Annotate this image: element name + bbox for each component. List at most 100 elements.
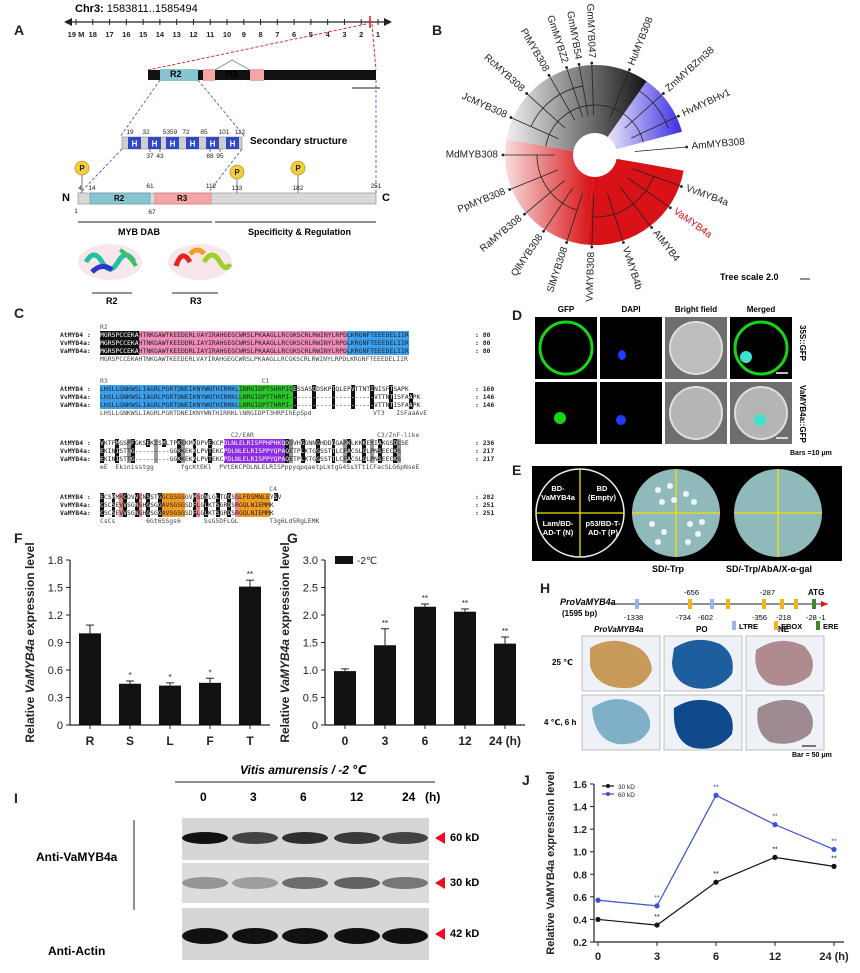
ruler-tick-label: 7: [275, 30, 279, 39]
tree-leaf-label: VvMYB4b: [620, 246, 644, 292]
alignment-sequence: MGRSPCCEKAHTNKGAWTKEEDDRLIAYIRAHGEGCWRSL…: [100, 339, 409, 347]
blot-band: [282, 832, 328, 844]
helix-label: H: [230, 140, 236, 149]
tree-branch: [566, 67, 584, 118]
alignment-sequence: ECSRMRCDVVCNSSTGGCGSGSGVPSDNLGLTGDSGLFDS…: [100, 493, 282, 501]
bar: [239, 586, 261, 725]
tree-leaf-label: AmMYB308: [691, 137, 746, 153]
protein-structure-r3: [168, 244, 233, 280]
significance-mark: **: [713, 871, 719, 878]
alignment-sequence: EKINISTTG---------GGKKEKKLPVTEKCPDLNLELR…: [100, 455, 402, 463]
ruler-tick-label: 2: [359, 30, 363, 39]
promoter-diagram: [581, 599, 828, 751]
yeast-colony: [649, 521, 655, 527]
ruler-tick-label: 14: [156, 30, 165, 39]
helix-box: [128, 137, 141, 149]
significance-mark: **: [831, 855, 837, 862]
tree-leaf-label: RaMYB308: [478, 213, 525, 255]
bar: [159, 685, 181, 725]
panel-h-label: H: [540, 580, 551, 596]
dom-c: C: [382, 192, 390, 204]
alignment-seq-name: VvMYB4a:: [60, 393, 91, 401]
panel-f-label: F: [14, 530, 23, 546]
clade-blue: [607, 81, 682, 150]
ruler-tick-label: 6: [292, 30, 296, 39]
blot-band: [382, 928, 428, 944]
tree-leaf-label: PpMYB308: [456, 186, 507, 215]
microscopy-col-label: Bright field: [674, 305, 718, 314]
alignment-position: : 146: [475, 393, 495, 401]
ss-top-num: 112: [235, 129, 246, 136]
helix-label: H: [170, 140, 176, 149]
significance-mark: **: [382, 619, 388, 628]
series-line: [597, 794, 835, 907]
alignment-position: : 160: [475, 385, 495, 393]
pos-734: -734: [676, 613, 692, 622]
pos-218: -218: [776, 613, 792, 622]
ruler-tick-label: 17: [105, 30, 113, 39]
tree-branch: [627, 177, 671, 209]
alignment-seq-name: VaMYB4a:: [60, 509, 91, 517]
domain-position: 4: [78, 185, 82, 192]
domain-position: 182: [293, 185, 304, 192]
alignment-sequence: LHSLLGNKWSLIAGRLPGRTDNEIKNYWNTHIRRKLINRG…: [100, 385, 409, 393]
dom-n: N: [62, 192, 70, 204]
blot-band: [232, 877, 278, 889]
bar: [454, 611, 476, 725]
alignment-position: : 251: [475, 501, 495, 509]
pos-356: -356: [752, 613, 768, 622]
alignment-position: : 282: [475, 493, 495, 501]
gene-r2-label: R2: [170, 69, 182, 79]
kd-60: 60 kD: [450, 832, 480, 844]
ss-top-num: 72: [182, 129, 190, 136]
significance-mark: **: [422, 594, 428, 603]
blot-band: [232, 928, 278, 944]
y-tick-label: 0.9: [48, 638, 63, 650]
significance-mark: **: [831, 838, 837, 845]
anti-vamyb4a: Anti-VaMYB4a: [36, 850, 118, 864]
y-tick-label: 0.3: [48, 693, 63, 705]
alignment-sequence: LHSLLGNKWSLIAGRLPGRTDNEIKNYWNTHIRRKLLNRG…: [100, 393, 421, 401]
y-tick-label: 0: [312, 720, 318, 732]
ruler-tick-label: 12: [189, 30, 197, 39]
panel-g-label: G: [287, 530, 298, 546]
y-tick-label: 1.5: [48, 583, 63, 595]
col-po: PO: [696, 625, 708, 634]
alignment-consensus: CsCs 6Gt6SSgs6 SsG5DFLGL T3g6Ld5RgLEMK: [100, 517, 320, 525]
alignment-header: C2/EAR C3/ZnF-like: [100, 431, 420, 439]
pos-28: -28 -1: [806, 613, 826, 622]
row-4c: 4 ℃, 6 h: [544, 718, 577, 727]
alignment-seq-name: VvMYB4a:: [60, 339, 91, 347]
blot-band: [282, 928, 328, 944]
domain-position: 1: [74, 208, 78, 215]
legend-swatch: [335, 556, 353, 564]
tree-leaf-label: GmMYB047: [584, 3, 597, 58]
struct-r2-label: R2: [106, 296, 118, 306]
helix-box: [166, 137, 179, 149]
cis-element: [688, 599, 692, 609]
ruler-tick-label: 16: [122, 30, 130, 39]
lane-label: 0: [200, 790, 207, 804]
tree-leaf-label: MdMYB308: [446, 150, 499, 161]
bar: [119, 683, 141, 725]
protein-structure-r2: [78, 244, 142, 280]
tree-branch: [591, 63, 595, 116]
alignment-consensus: MGRSPCCEKAHTNKGAWTKEEDERLVAYIRAHGEGCWRSL…: [100, 355, 408, 363]
kd-42: 42 kD: [450, 928, 480, 940]
domain-position: 61: [146, 183, 154, 190]
ss-top-num: 101: [219, 129, 230, 136]
blot-band: [182, 928, 228, 944]
bar: [414, 606, 436, 725]
alignment-sequence: CSCSEVVSGNGHGSGGAVSGSGSDFLGLKTSGRDSRGQLN…: [100, 509, 274, 517]
alignment-consensus: LHSLLGNKWSLIAGRLPGRTDNEIKNYWNTHIRRKLlNRG…: [100, 409, 428, 417]
alignment-header: R3 C1: [100, 377, 270, 385]
legend-label: 30 kD: [618, 784, 635, 791]
alignment-seq-name: AtMYB4 :: [60, 493, 91, 501]
clade-red-light: [505, 139, 594, 245]
panel-j-label: J: [522, 772, 530, 788]
y-tick-label: 1.6: [573, 780, 587, 791]
x-tick-label: 0: [595, 951, 601, 963]
